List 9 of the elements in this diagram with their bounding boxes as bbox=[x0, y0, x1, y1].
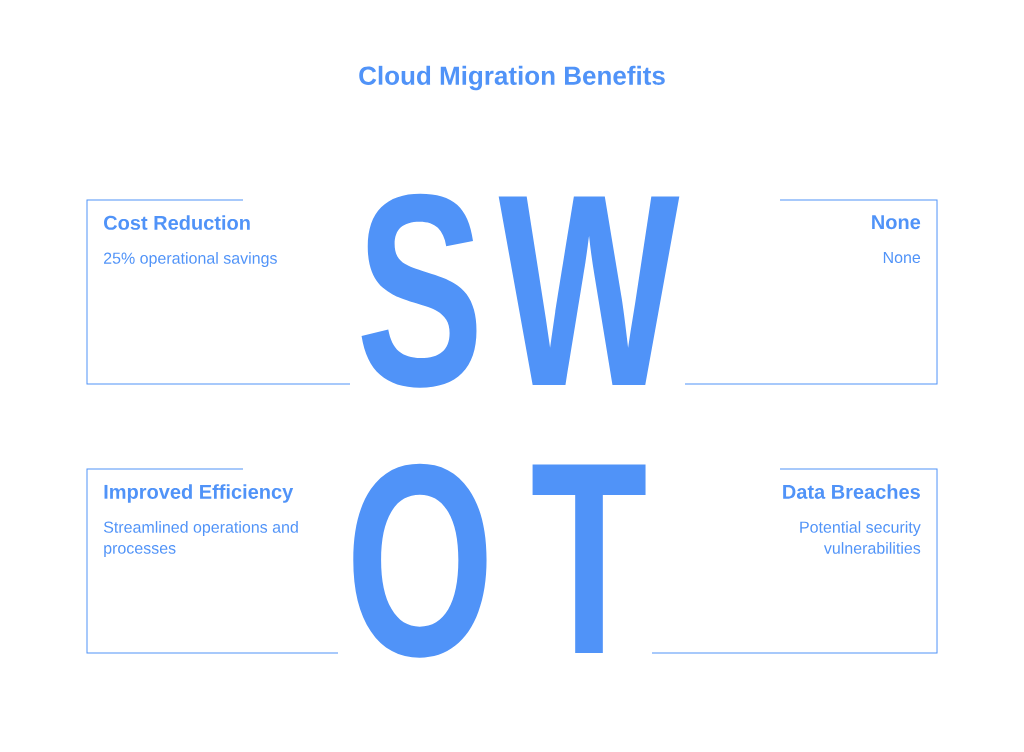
swot-letter: S bbox=[361, 193, 477, 388]
title: Cloud Migration Benefits bbox=[359, 65, 665, 91]
swot-letter: T bbox=[532, 464, 646, 653]
swot-letter: W bbox=[498, 196, 680, 385]
quadrant-box: None None bbox=[684, 199, 938, 385]
swot-letter: O bbox=[353, 463, 487, 658]
quadrant-box: Data Breaches Potential security vulnerabilities bbox=[651, 468, 938, 654]
quadrant-box: Improved Efficiency Streamlined operations and processes bbox=[86, 468, 339, 654]
quadrant-box: Cost Reduction 25% operational savings bbox=[86, 199, 351, 385]
